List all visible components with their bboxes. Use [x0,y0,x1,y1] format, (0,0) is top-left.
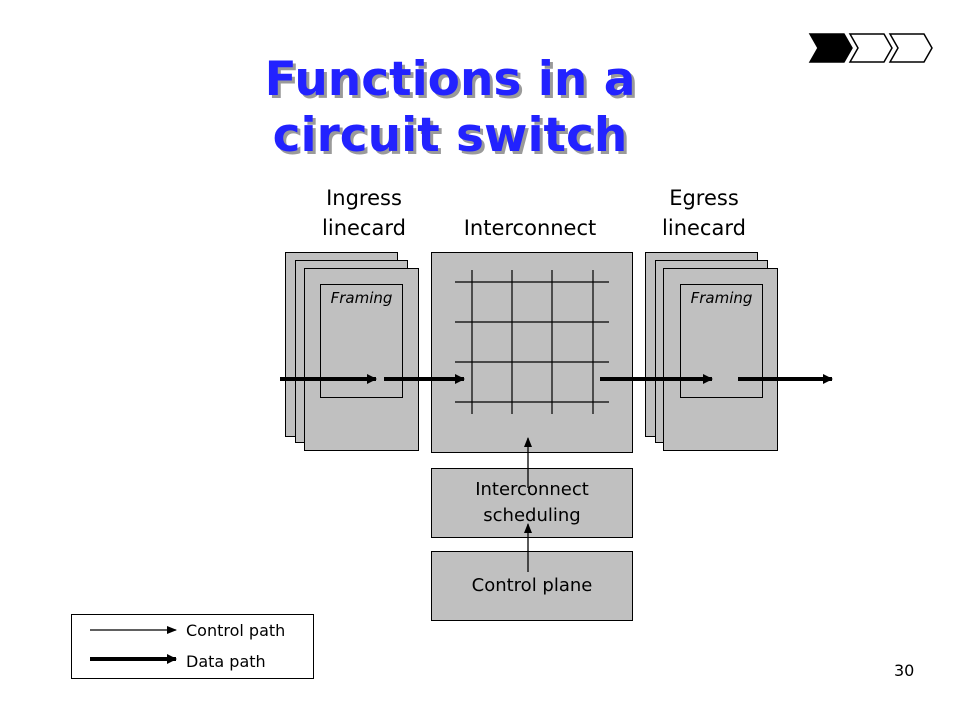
egress-label-line-1: Egress [669,186,739,210]
ingress-label-line-2: linecard [322,216,406,240]
legend-data-path-label: Data path [186,652,266,671]
ingress-linecard-label: Ingress linecard [300,183,428,243]
ingress-label-line-1: Ingress [326,186,402,210]
slide-title: Functions in a circuit switch [230,52,670,164]
interconnect-scheduling-box: Interconnect scheduling [431,468,633,538]
legend-control-path-label: Control path [186,621,286,640]
scheduling-line-1: Interconnect [475,479,589,500]
page-number: 30 [894,661,915,680]
ingress-framing-label: Framing [330,289,393,307]
egress-framing-label: Framing [690,289,753,307]
interconnect-label: Interconnect [430,213,630,243]
egress-label-line-2: linecard [662,216,746,240]
interconnect-box [431,252,633,453]
control-plane-label: Control plane [471,575,593,596]
chevron-3-icon[interactable] [888,33,933,63]
crossbar-grid [455,270,609,414]
egress-linecard-label: Egress linecard [640,183,768,243]
interconnect-label-text: Interconnect [463,216,597,240]
title-line-2: circuit switch [272,108,628,163]
title-line-1: Functions in a [264,52,636,107]
chevron-arrows-icon[interactable] [808,32,934,64]
chevron-2-icon[interactable] [848,33,893,63]
scheduling-line-2: scheduling [483,505,581,526]
legend: Control path Data path [71,614,314,679]
chevron-1-icon[interactable] [808,33,853,63]
control-plane-box: Control plane [431,551,633,621]
